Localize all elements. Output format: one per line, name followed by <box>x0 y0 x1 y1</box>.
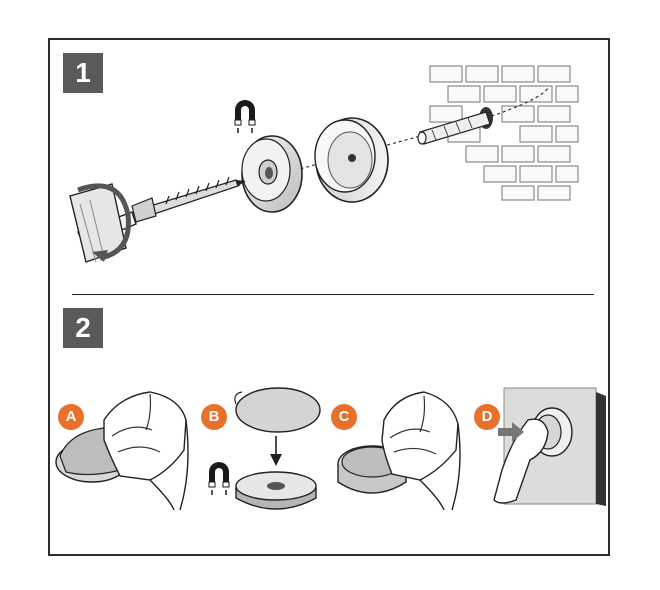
brick-wall <box>429 65 579 201</box>
substep-b-badge: B <box>201 404 227 430</box>
step-c-illustration <box>337 391 461 511</box>
step-divider <box>72 294 594 295</box>
magnet-icon <box>234 100 256 133</box>
mounting-cup <box>314 117 389 203</box>
screwdriver <box>69 183 137 263</box>
step-1-badge: 1 <box>63 53 103 93</box>
step-2-badge: 2 <box>63 308 103 348</box>
step-d-illustration <box>493 387 606 506</box>
wall-plug <box>417 111 491 145</box>
substep-a-badge: A <box>58 404 84 430</box>
push-arrow-icon <box>498 422 524 442</box>
step-b-illustration <box>234 387 321 510</box>
magnet-icon <box>208 462 230 495</box>
rotation-arrow-icon <box>77 183 131 262</box>
screw <box>131 176 246 223</box>
ring-magnet <box>241 135 303 213</box>
step-a-illustration <box>55 391 189 511</box>
substep-d-badge: D <box>474 404 500 430</box>
substep-c-badge: C <box>331 404 357 430</box>
